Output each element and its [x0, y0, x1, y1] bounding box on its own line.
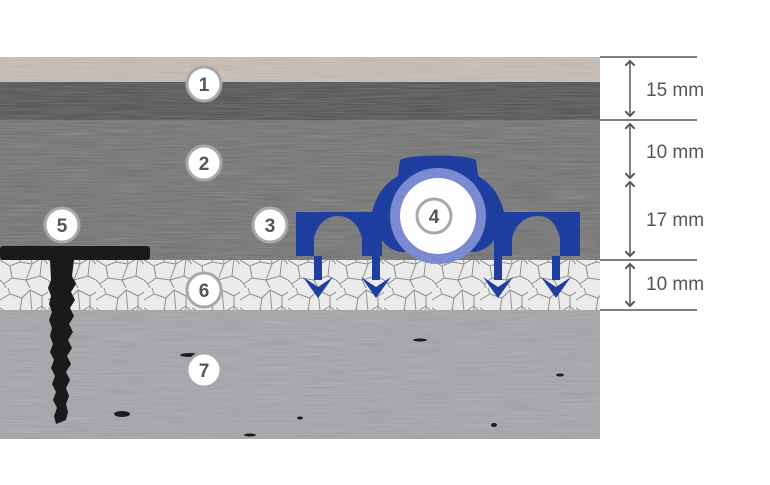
badge-2: 2: [185, 144, 223, 182]
dimension-labels: 15 mm 10 mm 17 mm 10 mm: [646, 80, 704, 295]
layer-number-badges: 1 2 3 4 5 6 7: [43, 65, 453, 389]
anchor-dowel: [0, 246, 150, 424]
badge-6: 6: [185, 271, 223, 309]
svg-text:3: 3: [265, 216, 276, 237]
badge-1: 1: [185, 65, 223, 103]
dim-label-3: 17 mm: [646, 210, 704, 231]
layer-1-top: [0, 57, 600, 82]
svg-text:7: 7: [199, 361, 210, 382]
dim-label-4: 10 mm: [646, 274, 704, 295]
svg-text:2: 2: [199, 154, 210, 175]
layer-6-insulation: [0, 260, 600, 310]
badge-3: 3: [251, 206, 289, 244]
dim-label-2: 10 mm: [646, 142, 704, 163]
svg-text:5: 5: [57, 216, 68, 237]
svg-text:1: 1: [199, 75, 210, 96]
badge-7: 7: [185, 351, 223, 389]
dim-label-1: 15 mm: [646, 80, 704, 101]
svg-text:4: 4: [429, 207, 440, 228]
badge-5: 5: [43, 206, 81, 244]
badge-4: 4: [415, 197, 453, 235]
dimension-annotations: [600, 56, 697, 311]
svg-text:6: 6: [199, 281, 210, 302]
layer-7-base: [0, 310, 600, 439]
